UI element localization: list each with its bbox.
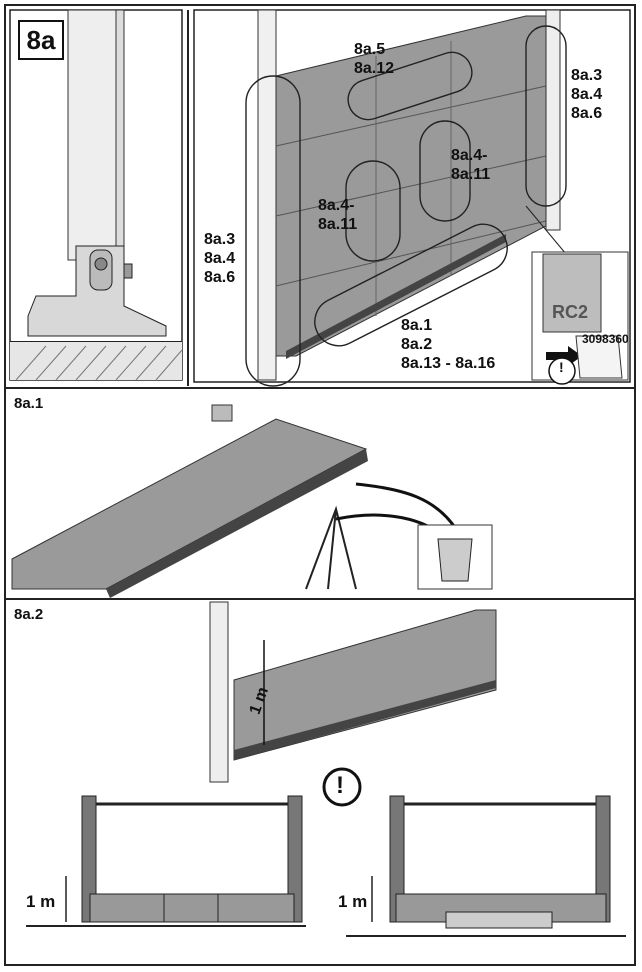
warning-icon-large (322, 767, 362, 807)
door-overview (193, 9, 631, 387)
rc2-icon (542, 253, 602, 333)
height-label-left: 1 m (26, 892, 56, 911)
section-8a1-title: 8a.1 (14, 395, 44, 412)
top-panel-drawing (9, 9, 631, 387)
section-8a2: 8a.2 1 m 1 m 1 m ! (6, 600, 634, 966)
step-badge: 8a (18, 20, 64, 60)
section-divider-1 (4, 387, 636, 389)
section-8a2-drawing (26, 601, 626, 937)
section-8a1: 8a.1 (6, 389, 634, 598)
warning-symbol-small: ! (559, 359, 564, 375)
label-mid-right: 8a.4-8a.11 (451, 147, 491, 183)
section-divider-2 (4, 598, 636, 600)
label-mid-left: 8a.4-8a.11 (318, 197, 358, 233)
height-label-right: 1 m (338, 892, 368, 911)
door-frame-left (26, 795, 306, 927)
section-8a2-title: 8a.2 (14, 606, 44, 623)
outer-frame (4, 4, 636, 966)
floor-seal-detail (9, 9, 183, 381)
rc2-badge: RC2 (552, 302, 589, 322)
section-8a1-drawing (11, 404, 493, 598)
door-frame-right (346, 795, 626, 937)
warning-icon-small (548, 357, 576, 385)
callout-ellipse-left (245, 75, 301, 387)
warning-symbol-large: ! (336, 772, 344, 799)
doc-number: 3098360 (582, 332, 629, 346)
